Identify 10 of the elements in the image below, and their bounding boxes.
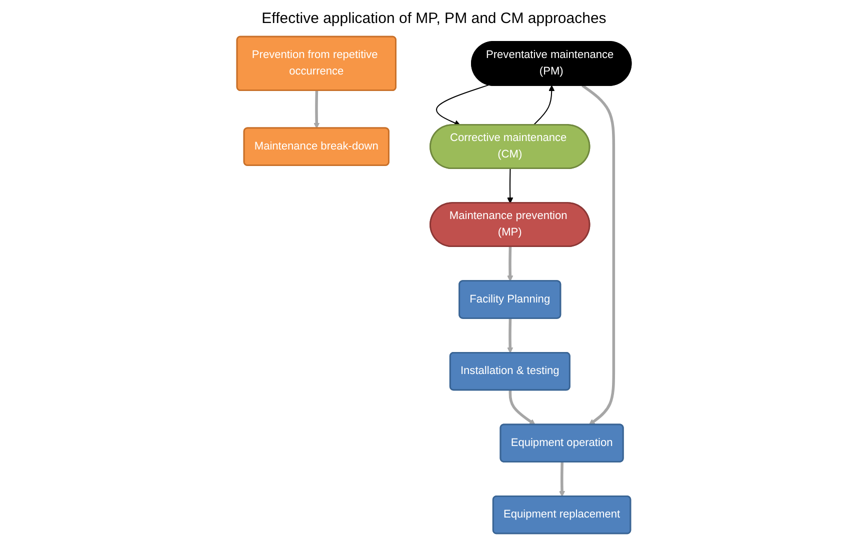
arrow [507, 318, 514, 354]
note-text: Effective application of MP, PM and CM approaches [262, 10, 606, 27]
arrow [508, 390, 536, 426]
arrow [507, 246, 514, 282]
arrow [314, 90, 320, 129]
arrow [436, 84, 489, 126]
arrow [558, 462, 566, 497]
arrow [533, 85, 555, 126]
arrow [507, 168, 514, 204]
arrow [582, 84, 616, 426]
